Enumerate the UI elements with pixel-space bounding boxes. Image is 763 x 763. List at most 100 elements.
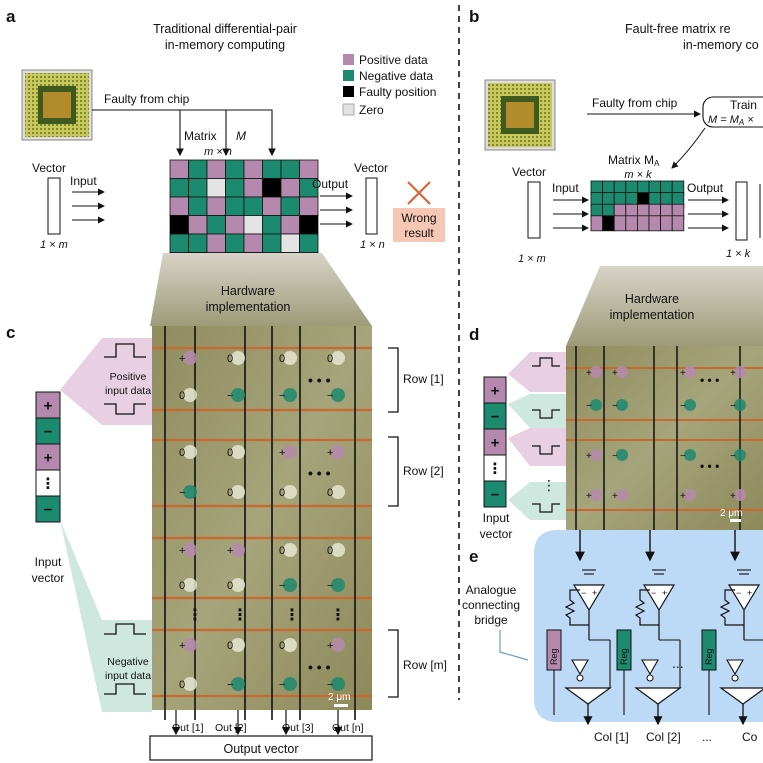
cell-sign: 0 xyxy=(279,545,285,557)
memristor-cell-d xyxy=(684,489,696,501)
vector-label-b: Vector xyxy=(512,165,546,179)
hardware-d-2: implementation xyxy=(610,308,695,322)
matrix-m-cell xyxy=(169,178,189,198)
memristor-cell xyxy=(183,351,197,365)
matrix-m-cell xyxy=(299,196,319,216)
cell-sign: − xyxy=(327,679,333,691)
cell-sign: 0 xyxy=(279,353,285,365)
panel-a-title-2: in-memory computing xyxy=(165,38,285,52)
crossbar-micrograph xyxy=(152,326,372,710)
matrix-m-cell xyxy=(188,215,208,235)
matrix-ma-cell xyxy=(660,215,673,232)
matrix-m-cell xyxy=(188,233,208,253)
cell-sign: 0 xyxy=(327,487,333,499)
inverter-icon xyxy=(726,659,744,676)
cell-sign: + xyxy=(327,640,333,652)
memristor-cell-d xyxy=(590,449,602,461)
memristor-cell xyxy=(183,388,197,402)
input-vector-c-sign: + xyxy=(44,450,53,467)
panel-b-title-1: Fault-free matrix re xyxy=(625,22,731,36)
matrix-m-cell xyxy=(262,196,282,216)
op-amp-minus: − xyxy=(651,588,656,598)
negative-input-1: Negative xyxy=(107,656,149,668)
input-vector-c-cell xyxy=(35,469,61,497)
matrix-m-cell xyxy=(243,215,263,235)
memristor-cell xyxy=(283,578,297,592)
matrix-m-cell xyxy=(169,159,189,179)
train-box xyxy=(702,96,763,128)
input-vector-c-cell xyxy=(35,495,61,523)
memristor-cell xyxy=(331,485,345,499)
cell-sign-d: − xyxy=(586,401,592,412)
input-vector-box-b xyxy=(527,181,541,239)
memristor-cell xyxy=(231,677,245,691)
legend-swatch-positive xyxy=(343,54,354,65)
matrix-m-cell xyxy=(225,196,245,216)
input-vector-c-2: vector xyxy=(32,571,65,585)
memristor-cell-d xyxy=(616,449,628,461)
panel-c: c Positive input data Negative input dat… xyxy=(6,323,447,761)
memristor-cell xyxy=(331,578,345,592)
cell-sign: + xyxy=(179,353,185,365)
cell-sign: − xyxy=(279,679,285,691)
cell-sign-d: + xyxy=(680,368,686,379)
reg-label: Reg xyxy=(619,648,629,665)
hardware-trapezoid-c xyxy=(150,253,372,326)
memristor-cell-d xyxy=(734,399,746,411)
cell-sign: 0 xyxy=(179,390,185,402)
col-1-label: Col [1] xyxy=(594,730,629,744)
resistor-icon xyxy=(564,589,590,626)
memristor-cell xyxy=(331,638,345,652)
positive-pulse-top xyxy=(104,343,146,358)
op-amp-minus: − xyxy=(736,588,741,598)
output-vector-label: Output vector xyxy=(223,742,298,756)
inverter-icon xyxy=(571,659,589,676)
panel-d-label: d xyxy=(469,325,479,344)
matrix-m-cell xyxy=(299,215,319,235)
matrix-m-cell xyxy=(262,215,282,235)
bridge-circuit: −+Reg−+Reg−+Reg xyxy=(546,530,763,726)
cell-sign-d: − xyxy=(680,451,686,462)
memristor-cell xyxy=(283,445,297,459)
col-ellipsis: ... xyxy=(702,730,712,744)
memristor-cell xyxy=(331,543,345,557)
positive-input-1: Positive xyxy=(110,371,147,383)
input-vector-c: +−+⋮− xyxy=(35,391,61,523)
legend-swatch-faulty xyxy=(343,86,354,97)
crossbar-ellipsis: • • • xyxy=(308,465,331,481)
cell-sign: − xyxy=(279,390,285,402)
cell-sign-d: − xyxy=(730,451,736,462)
memristor-cell xyxy=(183,543,197,557)
matrix-m-cell xyxy=(225,215,245,235)
crossbar-d: ++++−−−−+−−−++++• • •• • • xyxy=(566,346,763,545)
memristor-cell xyxy=(183,578,197,592)
op-amp-icon xyxy=(727,584,761,612)
resistor-icon xyxy=(719,589,745,626)
matrix-m-cell xyxy=(225,233,245,253)
input-vector-c-sign: ⋮ xyxy=(41,476,56,493)
matrix-m-cell xyxy=(188,159,208,179)
memristor-cell xyxy=(231,638,245,652)
matrix-m-cell xyxy=(206,233,226,253)
op-amp-plus: + xyxy=(747,588,752,598)
cell-sign: − xyxy=(327,390,333,402)
row-bracket-1 xyxy=(388,347,399,413)
reg-label: Reg xyxy=(704,648,714,665)
d-vdots: ⋮ xyxy=(542,477,556,493)
vector-out-dims: 1 × n xyxy=(360,239,385,251)
memristor-cell-d xyxy=(734,489,746,501)
cell-sign-d: − xyxy=(612,451,618,462)
panel-a-label: a xyxy=(6,7,16,26)
matrix-m-cell xyxy=(206,215,226,235)
memristor-cell xyxy=(183,677,197,691)
crossbar-ellipsis: • • • xyxy=(308,659,331,675)
matrix-ma-cell xyxy=(590,215,604,232)
vector-out-label: Vector xyxy=(354,161,388,175)
matrix-m-cell xyxy=(262,233,282,253)
memristor-cell xyxy=(283,543,297,557)
matrix-m-dims: m × n xyxy=(204,146,232,158)
legend-swatch-zero xyxy=(342,103,355,116)
wrong-line-1: Wrong xyxy=(401,211,436,225)
chip-icon-b xyxy=(484,79,556,151)
memristor-cell xyxy=(183,485,197,499)
